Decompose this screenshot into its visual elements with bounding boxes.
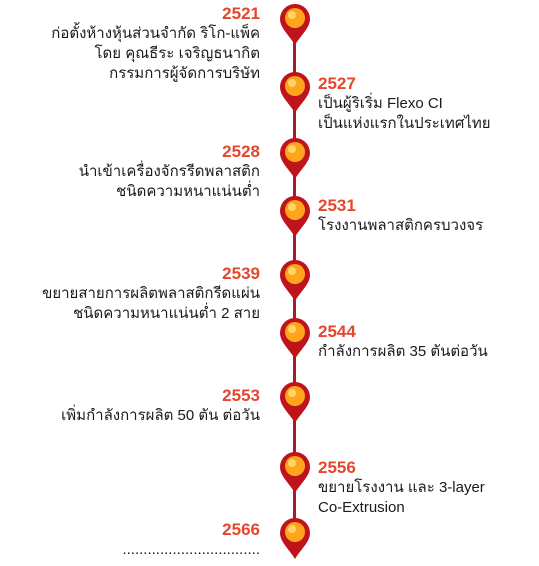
milestone-year: 2553 [222,386,260,405]
milestone-year: 2527 [318,74,356,93]
milestone-year: 2531 [318,196,356,215]
milestone-2544: 2544 กำลังการผลิต 35 ตันต่อวัน [318,322,488,362]
pin-icon [280,196,310,237]
pin-icon [280,4,310,45]
milestone-year: 2544 [318,322,356,341]
milestone-text: เพิ่มกำลังการผลิต 50 ตัน ต่อวัน [61,407,260,424]
pin-icon [280,452,310,493]
milestone-2556: 2556 ขยายโรงงาน และ 3-layer Co-Extrusion [318,458,485,518]
milestone-year: 2528 [222,142,260,161]
milestone-2553: 2553 เพิ่มกำลังการผลิต 50 ตัน ต่อวัน [61,386,260,426]
milestone-year: 2556 [318,458,356,477]
milestone-text: ขยายสายการผลิตพลาสติกรีดแผ่น ชนิดความหนา… [42,285,260,322]
milestone-2539: 2539 ขยายสายการผลิตพลาสติกรีดแผ่น ชนิดควา… [42,264,260,324]
pin-icon [280,382,310,423]
milestone-2527: 2527 เป็นผู้ริเริ่ม Flexo CI เป็นแห่งแรกใ… [318,74,491,134]
milestone-year: 2539 [222,264,260,283]
milestone-text: ก่อตั้งห้างหุ้นส่วนจำกัด ริโก-แพ็ค โดย ค… [51,25,260,82]
pin-icon [280,138,310,179]
milestone-text: โรงงานพลาสติกครบวงจร [318,217,484,234]
pin-icon [280,518,310,559]
pin-icon [280,318,310,359]
milestone-2521: 2521 ก่อตั้งห้างหุ้นส่วนจำกัด ริโก-แพ็ค โ… [51,4,260,84]
milestone-year: 2521 [222,4,260,23]
pin-icon [280,72,310,113]
milestone-text: กำลังการผลิต 35 ตันต่อวัน [318,343,488,360]
milestone-2528: 2528 นำเข้าเครื่องจักรรีดพลาสติก ชนิดความ… [79,142,260,202]
pin-icon [280,260,310,301]
milestone-2531: 2531 โรงงานพลาสติกครบวงจร [318,196,483,236]
milestone-year: 2566 [222,520,260,539]
milestone-text: ขยายโรงงาน และ 3-layer Co-Extrusion [318,479,485,516]
milestone-text: นำเข้าเครื่องจักรรีดพลาสติก ชนิดความหนาแ… [78,163,260,200]
milestone-text: ................................. [122,541,260,558]
milestone-2566: 2566................................. [122,520,260,560]
milestone-text: เป็นผู้ริเริ่ม Flexo CI เป็นแห่งแรกในประ… [318,95,491,132]
